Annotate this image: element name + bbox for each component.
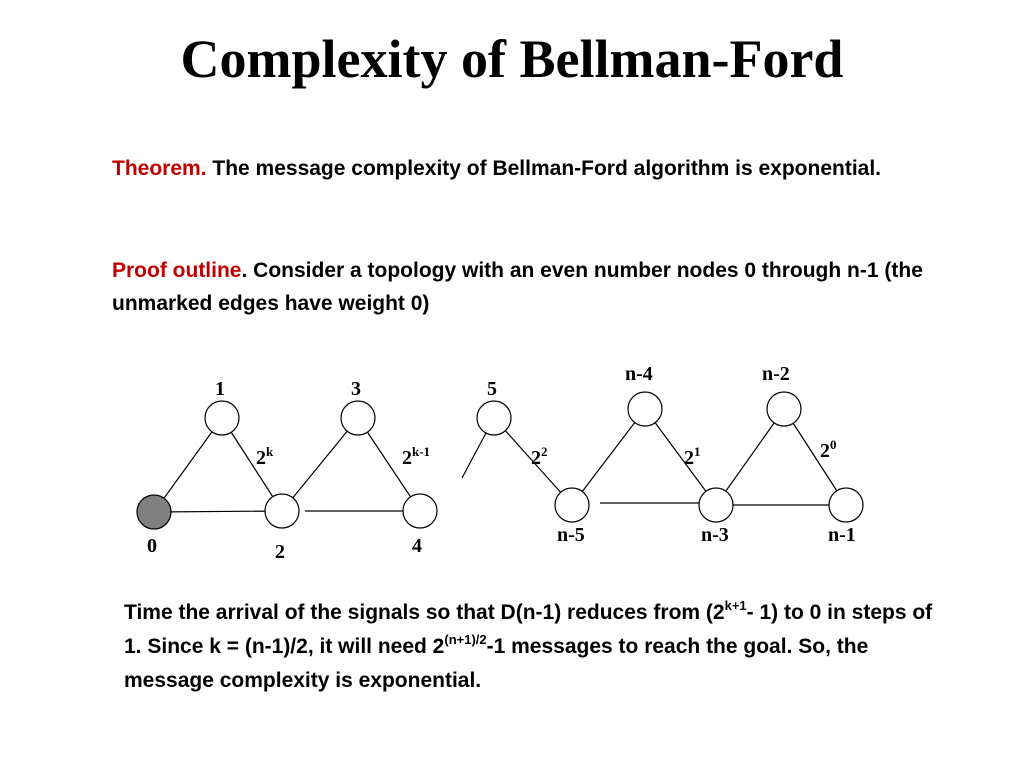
conclusion-part-1: Time the arrival of the signals so that … bbox=[124, 601, 725, 624]
label-node-n-1: n-1 bbox=[828, 524, 856, 546]
conclusion-paragraph: Time the arrival of the signals so that … bbox=[124, 596, 944, 698]
conclusion-part-3: -1 messages to reach the goal. So, the m… bbox=[124, 635, 869, 692]
weight-nm4-nm3-exp: 1 bbox=[694, 444, 701, 459]
label-node-n-3: n-3 bbox=[701, 524, 729, 546]
node-n-5 bbox=[554, 487, 590, 523]
label-node-n-5: n-5 bbox=[557, 524, 585, 546]
proof-lead: Proof outline bbox=[112, 259, 242, 282]
weight-nm4-nm3-base: 2 bbox=[684, 447, 694, 469]
label-node-n-4: n-4 bbox=[625, 363, 653, 385]
node-5 bbox=[476, 400, 512, 436]
node-1 bbox=[204, 400, 240, 436]
label-node-2: 2 bbox=[275, 541, 285, 563]
label-node-5: 5 bbox=[487, 378, 497, 400]
edge-nm4-nm3 bbox=[644, 408, 717, 506]
weight-nm2-nm1-base: 2 bbox=[820, 440, 830, 462]
weight-5-nm5: 22 bbox=[531, 444, 548, 469]
weight-5-nm5-base: 2 bbox=[531, 447, 541, 469]
proof-text: . Consider a topology with an even numbe… bbox=[112, 259, 923, 315]
weight-5-nm5-exp: 2 bbox=[541, 444, 548, 459]
node-n-2 bbox=[766, 391, 802, 427]
edge-5-nm5 bbox=[493, 417, 573, 506]
theorem-text: The message complexity of Bellman-Ford a… bbox=[206, 157, 882, 180]
graph-nodes bbox=[136, 391, 864, 530]
edge-1-2 bbox=[221, 417, 283, 512]
node-0 bbox=[136, 494, 172, 530]
graph-edges bbox=[153, 408, 847, 513]
node-n-4 bbox=[627, 391, 663, 427]
weight-1-2-exp: k bbox=[266, 444, 274, 459]
weight-nm2-nm1-exp: 0 bbox=[830, 437, 837, 452]
theorem-paragraph: Theorem. The message complexity of Bellm… bbox=[112, 152, 942, 185]
node-n-1 bbox=[828, 487, 864, 523]
edge-2-3 bbox=[281, 417, 359, 512]
proof-paragraph: Proof outline. Consider a topology with … bbox=[112, 254, 942, 320]
edge-weight-labels: 2k 2k-1 22 21 20 bbox=[256, 437, 837, 469]
edge-nm3-nm2 bbox=[715, 408, 785, 506]
weight-1-2: 2k bbox=[256, 444, 274, 469]
weight-3-4: 2k-1 bbox=[402, 444, 430, 469]
weight-3-4-exp: k-1 bbox=[412, 444, 430, 459]
node-n-3 bbox=[698, 487, 734, 523]
weight-1-2-base: 2 bbox=[256, 447, 266, 469]
theorem-lead: Theorem. bbox=[112, 157, 207, 180]
edge-0-1 bbox=[153, 417, 223, 513]
weight-3-4-base: 2 bbox=[402, 447, 412, 469]
weight-nm4-nm3: 21 bbox=[684, 444, 701, 469]
node-2 bbox=[264, 493, 300, 529]
slide-title: Complexity of Bellman-Ford bbox=[180, 29, 844, 89]
label-node-1: 1 bbox=[215, 378, 225, 400]
label-node-3: 3 bbox=[351, 378, 361, 400]
node-labels: 0 1 2 3 4 5 n-5 n-4 n-3 n-2 n-1 bbox=[147, 363, 856, 563]
edge-nm5-nm4 bbox=[571, 408, 646, 506]
label-node-n-2: n-2 bbox=[762, 363, 790, 385]
edge-3-4 bbox=[357, 417, 421, 512]
conclusion-part-2: - 1) to 0 in steps of 1. Since k = (n-1)… bbox=[124, 601, 933, 658]
conclusion-sup-1: k+1 bbox=[724, 598, 747, 613]
edge-nm2-nm1 bbox=[783, 408, 847, 506]
node-4 bbox=[402, 493, 438, 529]
label-node-0: 0 bbox=[147, 535, 157, 557]
edge-0-2 bbox=[153, 510, 283, 513]
label-node-4: 4 bbox=[412, 535, 422, 557]
conclusion-sup-2: (n+1)/2 bbox=[444, 632, 487, 647]
weight-nm2-nm1: 20 bbox=[820, 437, 837, 462]
node-3 bbox=[340, 400, 376, 436]
